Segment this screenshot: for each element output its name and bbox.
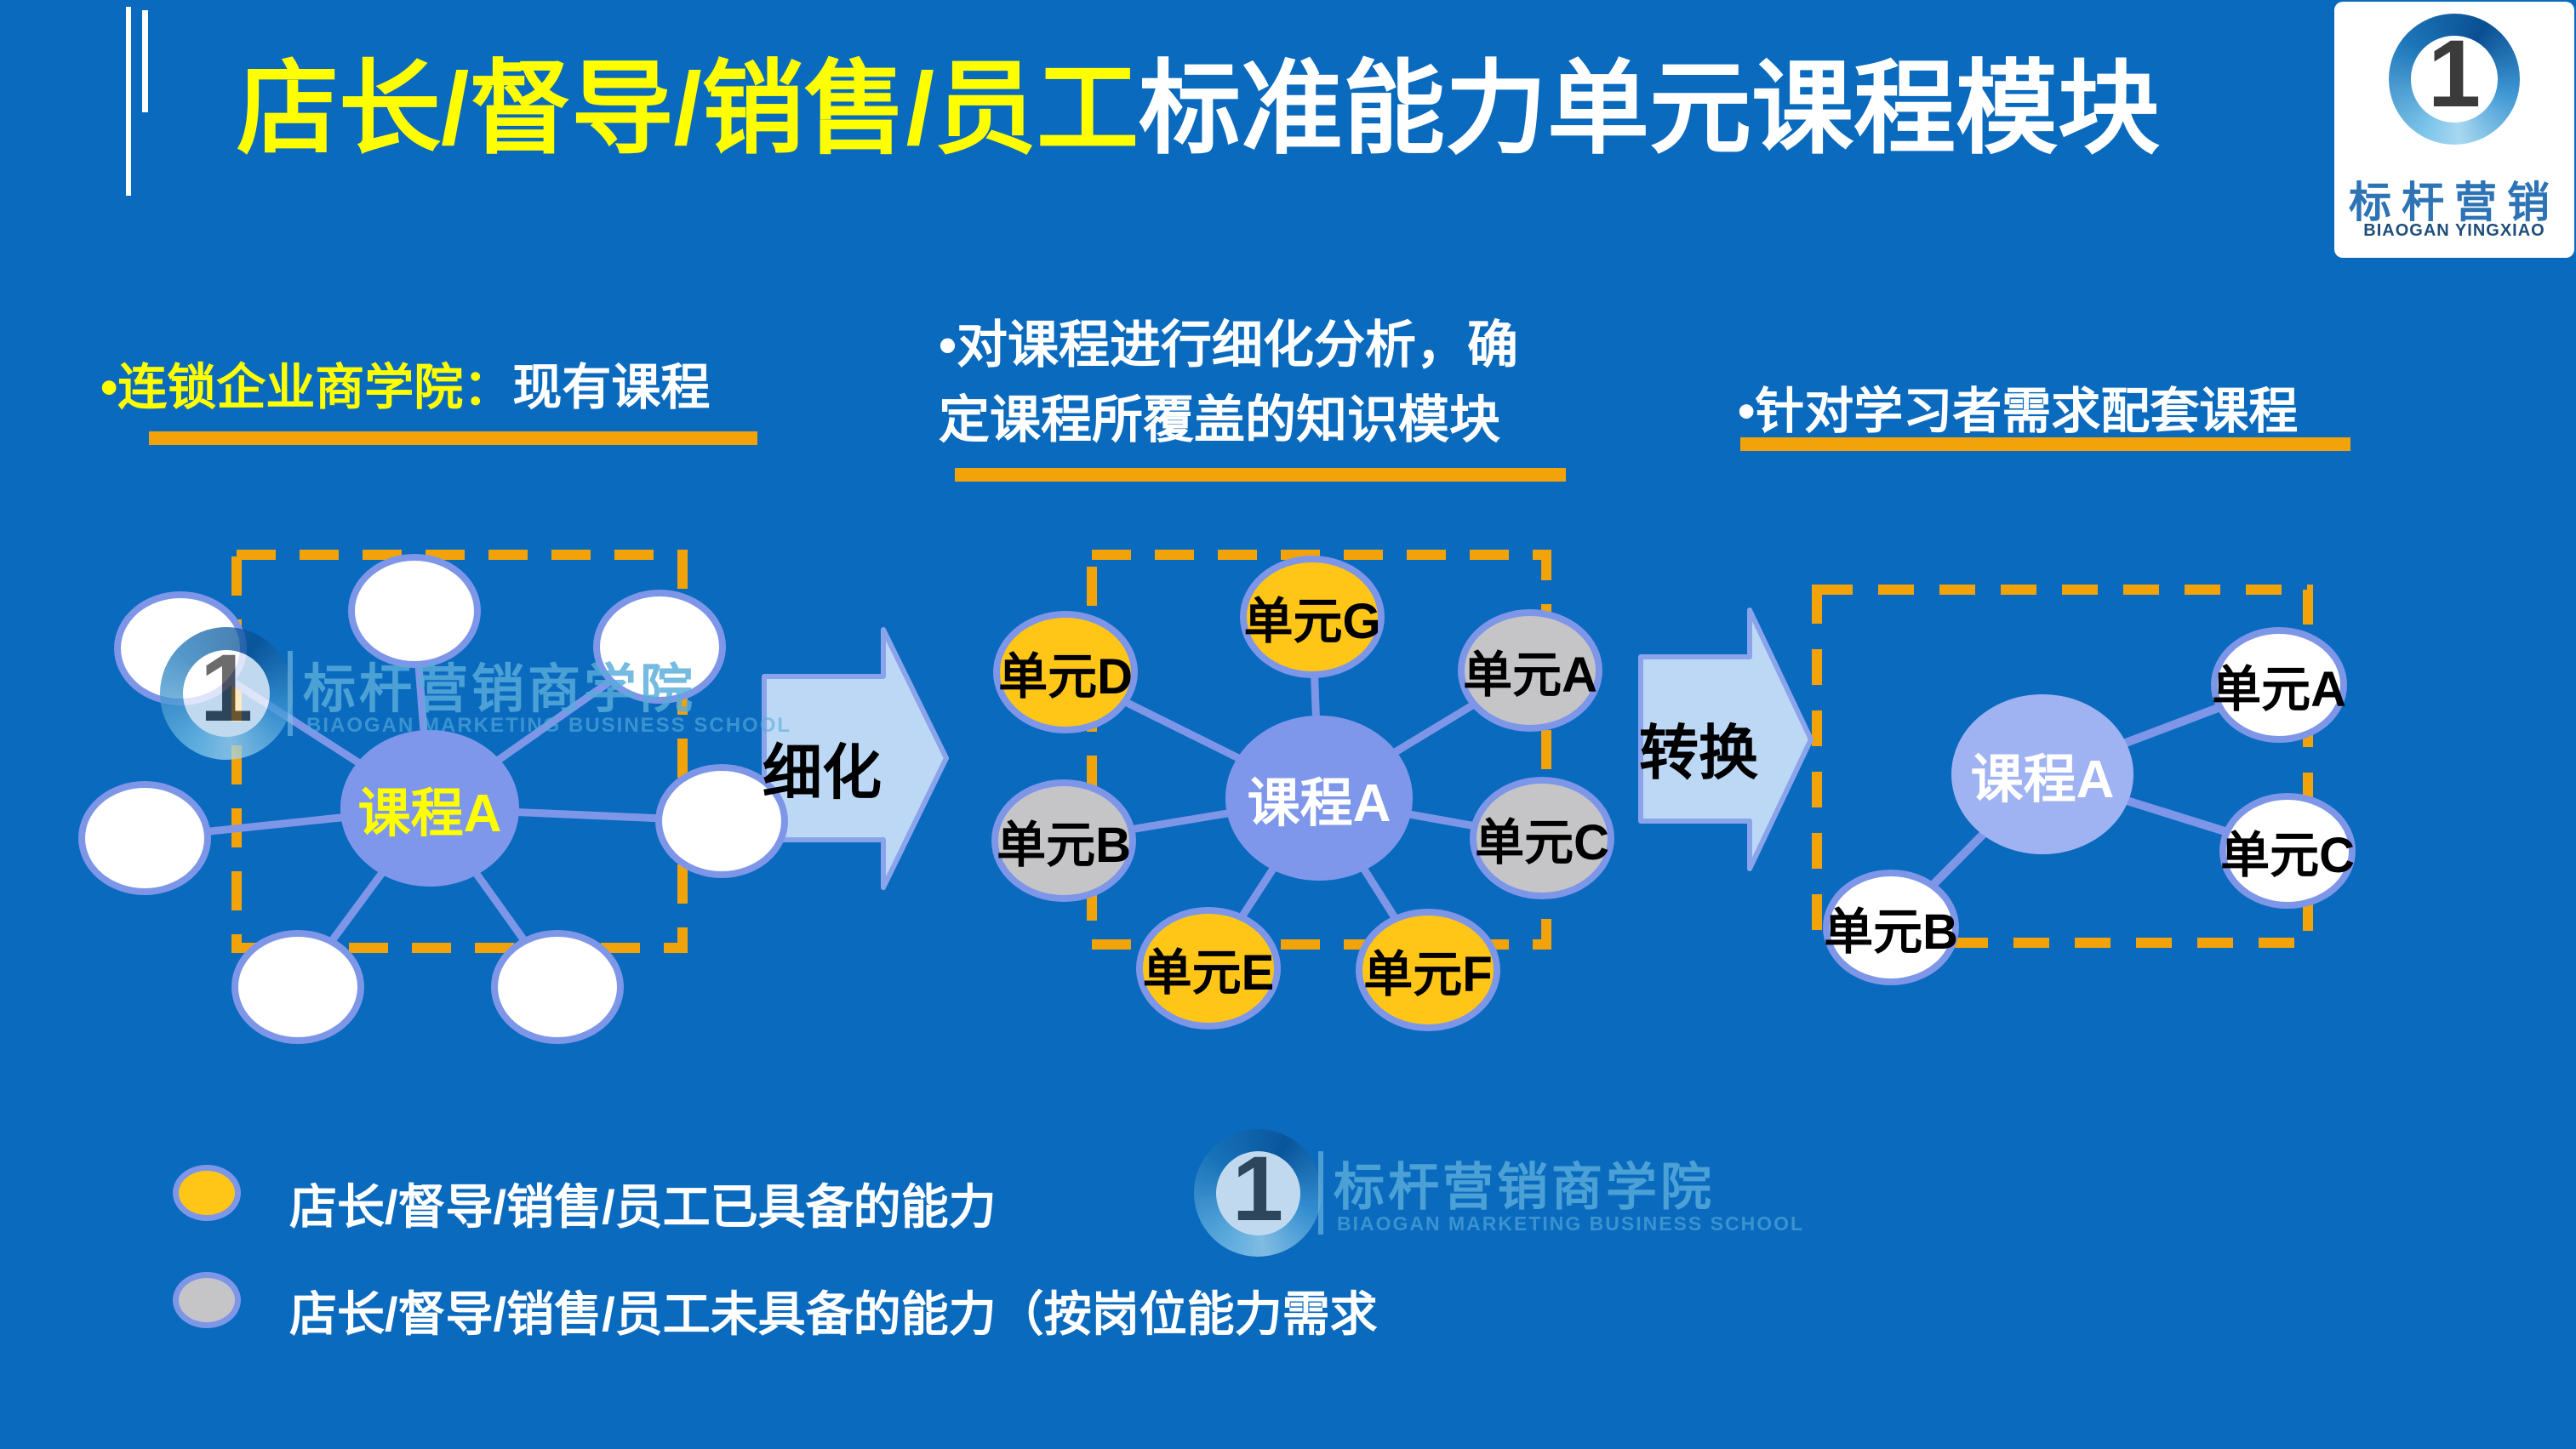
right-node-unit-b: 单元B xyxy=(1823,870,1959,985)
middle-node-unit-b: 单元B xyxy=(991,779,1136,902)
section-left-rest: 现有课程 xyxy=(512,360,711,415)
watermark-divider xyxy=(1318,1151,1323,1235)
watermark-swirl-icon: 1 xyxy=(1194,1129,1322,1257)
watermark-subtitle: BIAOGAN MARKETING BUSINESS SCHOOL xyxy=(306,714,792,737)
brand-logo-card: 1 标杆营销 BIAOGAN YINGXIAO xyxy=(2334,2,2574,258)
right-center-node: 课程A xyxy=(1951,694,2133,854)
left-node-blank-7 xyxy=(491,930,624,1044)
middle-center-label: 课程A xyxy=(1247,774,1391,833)
page-title: 店长/督导/销售/员工标准能力单元课程模块 xyxy=(237,53,2160,165)
node-label: 单元A xyxy=(1463,647,1597,703)
deco-bar-short xyxy=(142,10,148,112)
node-label: 单元B xyxy=(1824,904,1958,960)
section-right-underline xyxy=(1740,437,2350,451)
section-left-underline xyxy=(149,431,757,445)
left-node-blank-2 xyxy=(348,554,481,668)
deco-bar-tall xyxy=(126,7,131,196)
node-label: 单元D xyxy=(998,649,1133,705)
right-node-unit-c: 单元C xyxy=(2219,793,2356,909)
middle-node-unit-c: 单元C xyxy=(1470,777,1614,899)
brand-swirl-icon: 1 xyxy=(2389,14,2520,145)
middle-node-unit-d: 单元D xyxy=(993,611,1138,733)
brand-name-en: BIAOGAN YINGXIAO xyxy=(2363,221,2545,240)
watermark-swirl-icon: 1 xyxy=(160,627,293,760)
left-node-blank-4 xyxy=(78,781,211,895)
section-header-right: •针对学习者需求配套课程 xyxy=(1738,384,2299,439)
convert-arrow-shape xyxy=(1638,608,1813,871)
title-highlight: 店长/督导/销售/员工 xyxy=(237,52,1139,166)
legend-text-acquired: 店长/督导/销售/员工已具备的能力 xyxy=(289,1180,997,1234)
left-node-blank-3 xyxy=(593,590,726,704)
left-center-label: 课程A xyxy=(357,784,502,843)
legend-text-missing: 店长/督导/销售/员工未具备的能力（按岗位能力需求 xyxy=(289,1287,1378,1341)
legend-swatch-acquired xyxy=(173,1165,241,1221)
brand-badge-number: 1 xyxy=(2427,20,2482,128)
refine-arrow-label: 细化 xyxy=(763,739,882,806)
watermark-subtitle: BIAOGAN MARKETING BUSINESS SCHOOL xyxy=(1337,1212,1805,1235)
watermark-title: 标杆营销商学院 xyxy=(1334,1159,1715,1216)
legend-swatch-missing xyxy=(173,1272,241,1328)
node-label: 单元G xyxy=(1243,594,1381,649)
section-middle-underline xyxy=(955,468,1566,482)
node-label: 单元A xyxy=(2212,662,2346,717)
watermark-left: 1 标杆营销商学院 BIAOGAN MARKETING BUSINESS SCH… xyxy=(160,627,807,763)
node-label: 单元E xyxy=(1142,945,1275,1001)
middle-panel-dashed-border xyxy=(1087,550,1551,950)
section-middle-line2: 定课程所覆盖的知识模块 xyxy=(939,391,1500,448)
node-label: 单元B xyxy=(997,818,1131,873)
middle-node-unit-f: 单元F xyxy=(1356,909,1500,1031)
node-label: 单元C xyxy=(1475,815,1609,870)
node-label: 单元F xyxy=(1363,947,1493,1002)
middle-node-unit-e: 单元E xyxy=(1136,907,1281,1030)
left-node-blank-5 xyxy=(655,764,788,878)
left-node-blank-6 xyxy=(231,930,364,1044)
watermark-legend: 1 标杆营销商学院 BIAOGAN MARKETING BUSINESS SCH… xyxy=(1194,1129,1841,1265)
convert-arrow-label: 转换 xyxy=(1639,720,1758,786)
watermark-divider xyxy=(288,651,293,736)
left-center-node: 课程A xyxy=(340,730,519,887)
middle-node-unit-g: 单元G xyxy=(1240,556,1385,678)
section-middle-line1: •对课程进行细化分析，确 xyxy=(939,317,1519,374)
right-panel-dashed-border xyxy=(1812,585,2313,948)
watermark-badge-number: 1 xyxy=(199,635,254,742)
section-header-left: •连锁企业商学院：现有课程 xyxy=(100,347,710,419)
middle-center-node: 课程A xyxy=(1225,716,1413,881)
node-label: 单元C xyxy=(2220,828,2355,883)
section-left-lead: •连锁企业商学院： xyxy=(100,360,513,415)
section-header-middle: •对课程进行细化分析，确 定课程所覆盖的知识模块 xyxy=(939,308,1518,458)
watermark-badge-number: 1 xyxy=(1231,1136,1284,1240)
right-center-label: 课程A xyxy=(1970,750,2115,809)
middle-node-unit-a: 单元A xyxy=(1458,609,1602,732)
right-node-unit-a: 单元A xyxy=(2211,627,2347,743)
title-rest: 标准能力单元课程模块 xyxy=(1139,52,2161,166)
brand-name-cn: 标杆营销 xyxy=(2349,179,2560,226)
watermark-title: 标杆营销商学院 xyxy=(303,660,697,719)
